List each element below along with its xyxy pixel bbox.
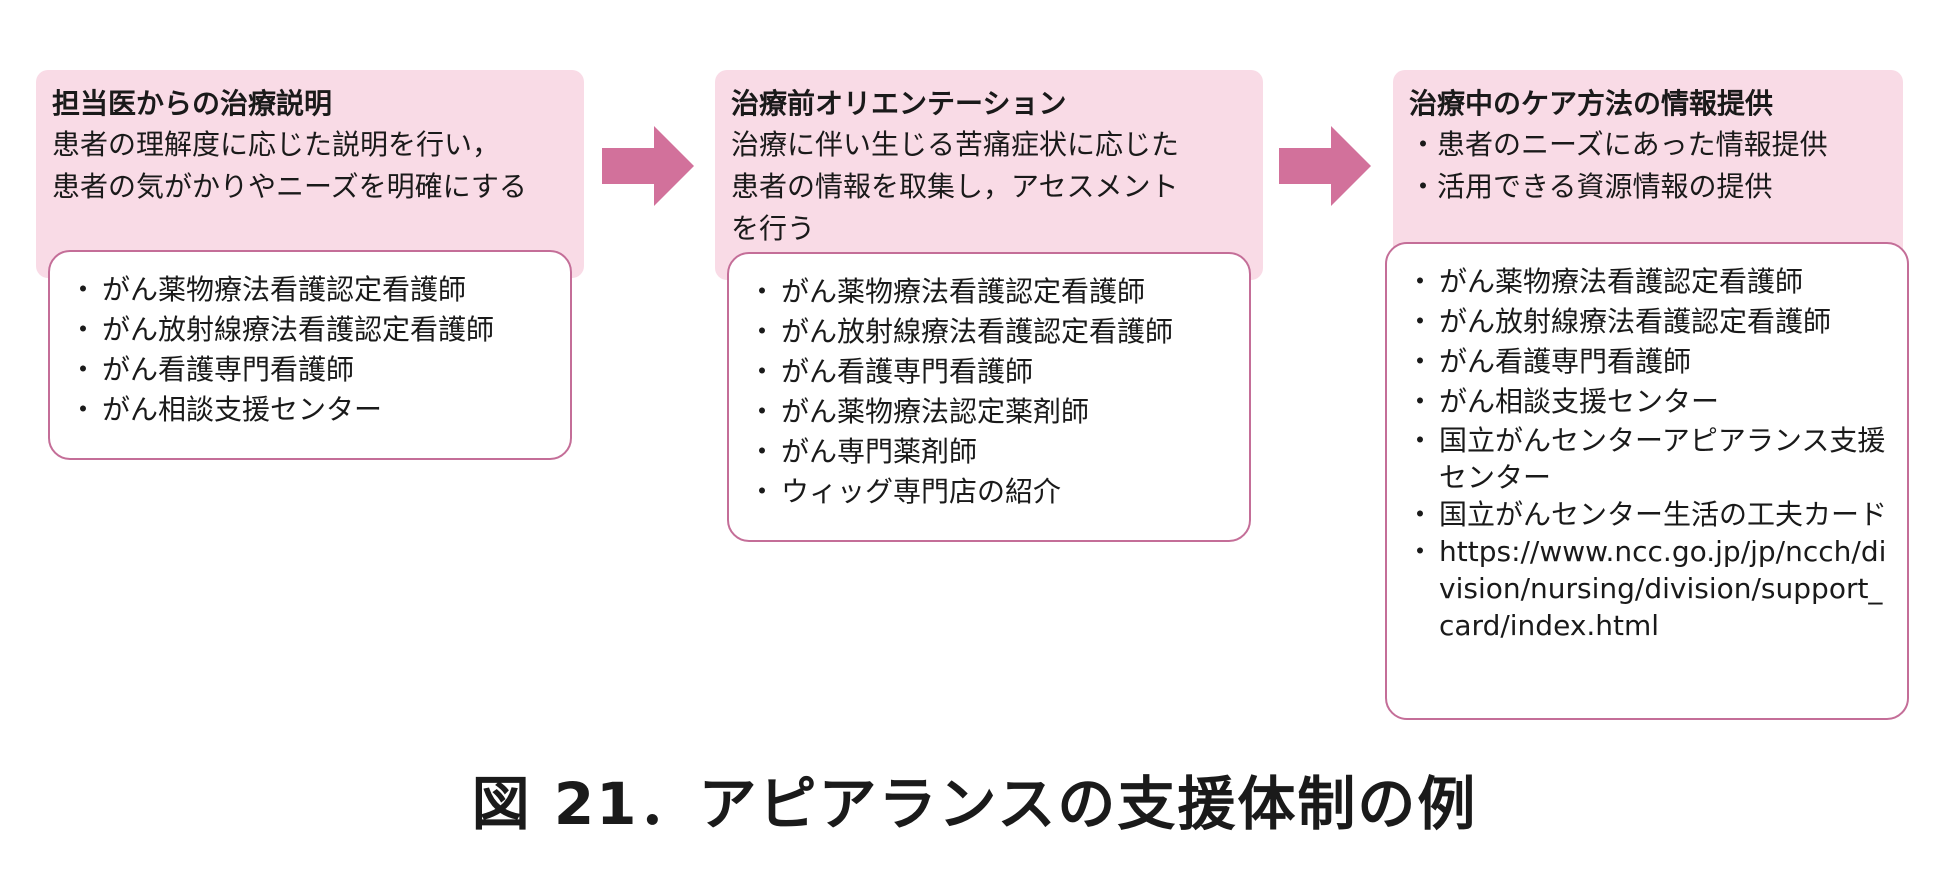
bullet: ・ [68, 313, 97, 346]
list-item: ・がん看護専門看護師 [1405, 342, 1893, 382]
list-item: ・ウィッグ専門店の紹介 [747, 472, 1235, 512]
bullet: ・ [747, 435, 776, 468]
step-2-description-line: 患者の情報を取集し，アセスメント [731, 170, 1179, 203]
bullet: ・ [1405, 345, 1434, 378]
step-1-description-line: 患者の理解度に応じた説明を行い， [52, 128, 501, 161]
list-item: ・国立がんセンター生活の工夫カード [1405, 498, 1888, 531]
bullet: ・ [747, 355, 776, 388]
bullet: ・ [68, 273, 97, 306]
list-item: ・がん薬物療法看護認定看護師 [1405, 262, 1893, 302]
bullet: ・ [747, 315, 776, 348]
step-3-header: 治療中のケア方法の情報提供 ・患者のニーズにあった情報提供 ・活用できる資源情報… [1393, 70, 1903, 270]
step-3-description-line: ・活用できる資源情報の提供 [1409, 170, 1773, 203]
flow-arrow-right-icon [602, 126, 694, 206]
list-item: ・がん看護専門看護師 [747, 352, 1235, 392]
list-item: ・がん放射線療法看護認定看護師 [747, 312, 1235, 352]
bullet: ・ [1405, 385, 1434, 418]
step-2-description-line: 治療に伴い生じる苦痛症状に応じた [731, 128, 1180, 161]
flow-arrow-right-icon [1279, 126, 1371, 206]
step-1-description-line: 患者の気がかりやニーズを明確にする [52, 170, 527, 203]
list-item: ・がん相談支援センター [68, 390, 556, 430]
step-2-title: 治療前オリエンテーション [731, 87, 1067, 120]
step-2-support-list: ・がん薬物療法看護認定看護師 ・がん放射線療法看護認定看護師 ・がん看護専門看護… [727, 252, 1251, 542]
step-1-header: 担当医からの治療説明 患者の理解度に応じた説明を行い， 患者の気がかりやニーズを… [36, 70, 584, 278]
bullet: ・ [1405, 305, 1434, 338]
list-item: ・がん放射線療法看護認定看護師 [1405, 302, 1893, 342]
bullet: ・ [68, 393, 97, 426]
step-1: 担当医からの治療説明 患者の理解度に応じた説明を行い， 患者の気がかりやニーズを… [36, 70, 584, 460]
list-item: ・がん薬物療法看護認定看護師 [68, 270, 556, 310]
list-item: ・がん薬物療法看護認定看護師 [747, 272, 1235, 312]
list-item: ・国立がんセンターアピアランス支援センター [1405, 424, 1886, 494]
bullet: ・ [747, 395, 776, 428]
bullet: ・ [747, 275, 776, 308]
step-3-description-line: ・患者のニーズにあった情報提供 [1409, 128, 1828, 161]
bullet: ・ [747, 475, 776, 508]
step-1-title: 担当医からの治療説明 [52, 87, 333, 120]
list-item: ・がん放射線療法看護認定看護師 [68, 310, 556, 350]
bullet: ・ [1405, 265, 1434, 298]
list-item: ・がん相談支援センター [1405, 382, 1893, 422]
support-card-url[interactable]: ・https://www.ncc.go.jp/jp/ncch/division/… [1405, 535, 1887, 642]
bullet: ・ [1405, 535, 1434, 568]
step-2: 治療前オリエンテーション 治療に伴い生じる苦痛症状に応じた 患者の情報を取集し，… [715, 70, 1263, 542]
step-2-header: 治療前オリエンテーション 治療に伴い生じる苦痛症状に応じた 患者の情報を取集し，… [715, 70, 1263, 280]
bullet: ・ [1405, 424, 1434, 457]
step-1-support-list: ・がん薬物療法看護認定看護師 ・がん放射線療法看護認定看護師 ・がん看護専門看護… [48, 250, 572, 460]
step-2-description-line: を行う [731, 212, 816, 245]
step-3: 治療中のケア方法の情報提供 ・患者のニーズにあった情報提供 ・活用できる資源情報… [1385, 70, 1909, 720]
bullet: ・ [1405, 498, 1434, 531]
list-item: ・がん看護専門看護師 [68, 350, 556, 390]
list-item: ・がん専門薬剤師 [747, 432, 1235, 472]
figure-caption: 図 21．アピアランスの支援体制の例 [471, 770, 1478, 838]
step-3-title: 治療中のケア方法の情報提供 [1409, 87, 1774, 120]
bullet: ・ [68, 353, 97, 386]
step-3-support-list: ・がん薬物療法看護認定看護師 ・がん放射線療法看護認定看護師 ・がん看護専門看護… [1385, 242, 1909, 720]
list-item: ・がん薬物療法認定薬剤師 [747, 392, 1235, 432]
